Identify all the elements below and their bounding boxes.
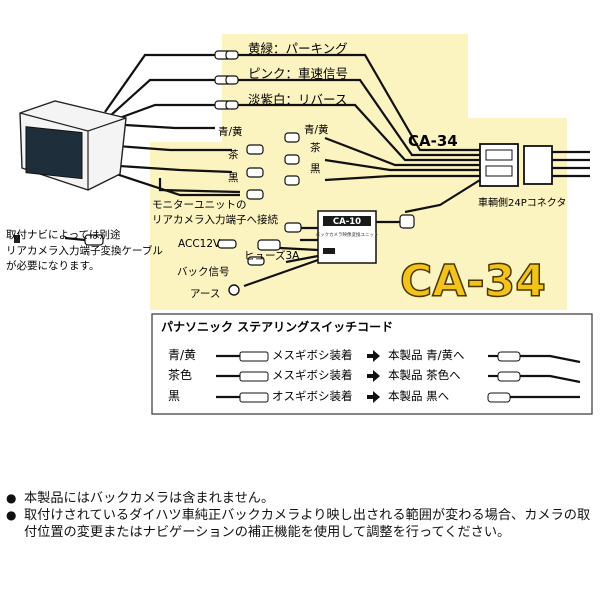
navi-head-unit	[19, 100, 127, 191]
steering-row-result: 本製品 青/黄へ	[388, 348, 465, 362]
acc-label: ACC12V	[178, 238, 221, 250]
ca10-wires	[243, 220, 400, 288]
nav-note-line1: 取付ナビによっては別途	[6, 228, 121, 241]
mid-left-label-3: 黒	[228, 172, 239, 184]
connector-ends-mid-right	[225, 50, 300, 186]
connector-label: 車輌側24Pコネクタ	[478, 196, 566, 209]
module-sub-label: バックカメラ映像変換ユニット	[316, 231, 379, 238]
back-signal-label: バック信号	[177, 266, 230, 278]
nav-note-line3: が必要になります。	[6, 259, 99, 272]
back-signal-plug	[247, 256, 265, 266]
ca10-plug-left	[284, 222, 302, 233]
note-text: 本製品にはバックカメラは含まれません。	[24, 491, 275, 506]
mid-left-label-2: 茶	[228, 148, 239, 161]
top-wire-label-2: ピンク：車速信号	[248, 66, 348, 81]
top-group-wires	[236, 53, 481, 214]
highlight-area-right	[468, 118, 567, 142]
mid-left-label-1: 青/黄	[218, 125, 243, 138]
product-code-large: CA-34	[400, 256, 546, 307]
steering-row-color: 黒	[168, 389, 180, 403]
steering-row-2: 茶色 メスギボシ装着 本製品 茶色へ	[168, 367, 581, 384]
note-item: ● 本製品にはバックカメラは含まれません。	[6, 490, 594, 507]
monitor-label-line2: リアカメラ入力端子へ接続	[152, 213, 278, 226]
rear-camera-cable	[64, 178, 241, 242]
product-code-small: CA-34	[408, 132, 458, 150]
rear-camera-plug	[84, 234, 104, 246]
fuse-label: ヒューズ3A	[244, 249, 300, 262]
monitor-label-line1: モニターユニットの	[152, 199, 247, 211]
notes-list: ● 本製品にはバックカメラは含まれません。 ● 取付けされているダイハツ車純正バ…	[6, 490, 594, 541]
bullet-icon: ●	[6, 508, 17, 522]
note-item: ● 取付けされているダイハツ車純正バックカメラより映し出される範囲が変わる場合、…	[6, 507, 594, 541]
steering-row-action: メスギボシ装着	[272, 368, 353, 382]
steering-row-1: 青/黄 メスギボシ装着 本製品 青/黄へ	[168, 348, 581, 364]
steering-row-3: 黒 オスギボシ装着 本製品 黒へ	[168, 389, 580, 403]
bullet-icon: ●	[6, 491, 17, 505]
vehicle-24p-connector	[479, 143, 590, 187]
nav-note-line2: リアカメラ入力端子変換ケーブル	[6, 244, 163, 257]
ground-label: アース	[190, 288, 220, 300]
mid-right-label-2: 茶	[310, 141, 321, 154]
harness-wires	[103, 53, 240, 197]
mid-right-label-3: 黒	[310, 163, 321, 175]
steering-box-title: パナソニック ステアリングスイッチコード	[161, 319, 393, 334]
top-wire-label-3: 淡紫白：リバース	[248, 92, 347, 107]
highlight-area-top	[222, 34, 468, 142]
acc-plug	[217, 239, 237, 249]
steering-row-action: オスギボシ装着	[272, 389, 353, 403]
rear-camera-plug-end	[14, 235, 20, 243]
steering-row-result: 本製品 黒へ	[388, 389, 449, 403]
steering-row-action: メスギボシ装着	[272, 348, 353, 362]
ground-terminal-icon	[228, 284, 240, 296]
module-label: CA-10	[333, 217, 361, 227]
top-wire-label-1: 黄緑：パーキング	[248, 41, 348, 56]
steering-row-color: 茶色	[168, 367, 192, 382]
steering-row-result: 本製品 茶色へ	[388, 368, 461, 382]
ca10-plug-right	[399, 214, 415, 229]
ca10-module: CA-10 バックカメラ映像変換ユニット	[316, 210, 379, 264]
mid-right-label-1: 青/黄	[304, 123, 329, 136]
steering-row-color: 青/黄	[168, 348, 196, 362]
fuse-holder	[257, 239, 281, 251]
note-text: 取付けされているダイハツ車純正バックカメラより映し出される範囲が変わる場合、カメ…	[24, 508, 591, 540]
